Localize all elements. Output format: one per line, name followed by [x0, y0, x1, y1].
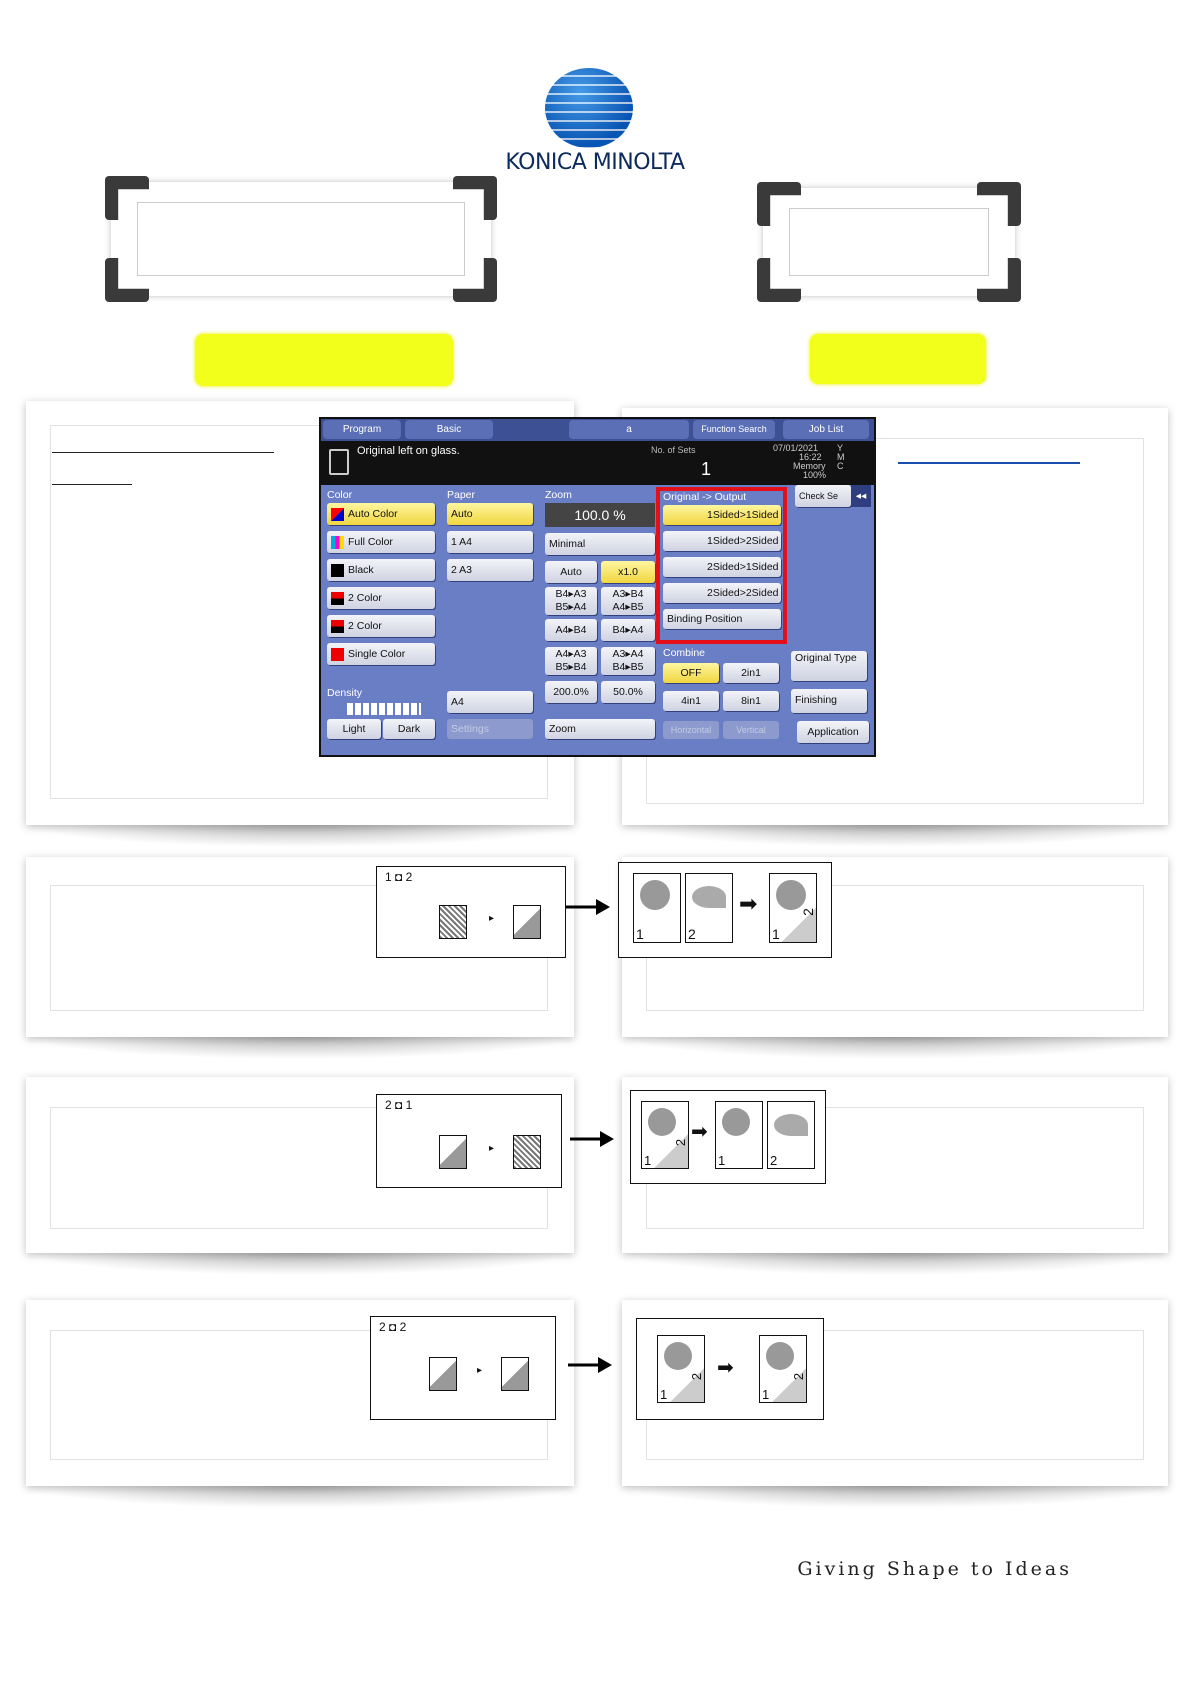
tab-function-search[interactable]: Function Search [693, 420, 775, 439]
color-2color-button-2[interactable]: 2 Color [327, 615, 435, 637]
duplex-setting-diagram-1: 1 ◘ 2 ▸ [376, 866, 566, 958]
paper-settings-button[interactable]: Settings [447, 719, 533, 739]
color-single-button[interactable]: Single Color [327, 643, 435, 665]
finishing-button[interactable]: Finishing [791, 689, 867, 713]
tab-job-list[interactable]: Job List [783, 420, 869, 439]
tab-basic[interactable]: Basic [405, 420, 493, 439]
zoom-title: Zoom [545, 489, 572, 501]
binding-position-button[interactable]: Binding Position [663, 609, 781, 629]
sets-label: No. of Sets [651, 445, 696, 455]
original-output-title: Original -> Output [663, 491, 747, 503]
check-settings-button[interactable]: Check Se [795, 485, 851, 507]
duplex-setting-diagram-3: 2 ◘ 2 ▸ [370, 1316, 556, 1420]
zoom-value-display: 100.0 % [545, 503, 655, 527]
original-type-button[interactable]: Original Type [791, 651, 867, 681]
datetime-date: 07/01/2021 [773, 443, 819, 453]
paper-auto-button[interactable]: Auto [447, 503, 533, 525]
toner-m: M [837, 452, 845, 462]
brand-name: KONICA MINOLTA [505, 150, 685, 175]
tab-user[interactable]: a [569, 420, 689, 439]
duplex-2to1-button[interactable]: 2Sided>1Sided [663, 557, 781, 577]
highlight-bar-left [195, 334, 453, 386]
zoom-preset-a3a4[interactable]: A3▸A4 B4▸B5 [601, 647, 655, 675]
panel-tab-bar: Program Basic a Function Search Job List [321, 419, 874, 441]
combine-2in1-button[interactable]: 2in1 [723, 663, 779, 683]
zoom-auto-button[interactable]: Auto [545, 561, 597, 583]
combine-8in1-button[interactable]: 8in1 [723, 691, 779, 711]
message-area: Original left on glass. No. of Sets 1 07… [321, 441, 874, 485]
density-light-button[interactable]: Light [327, 719, 381, 739]
application-button[interactable]: Application [797, 721, 869, 743]
toner-c: C [837, 461, 844, 471]
color-black-button[interactable]: Black [327, 559, 435, 581]
zoom-preset-b4a4[interactable]: B4▸A4 [601, 619, 655, 641]
density-scale [347, 703, 421, 715]
paper-bypass-button[interactable]: A4 [447, 691, 533, 713]
datetime-time: 16:22 [799, 452, 822, 462]
combine-horizontal-button[interactable]: Horizontal [663, 721, 719, 739]
color-title: Color [327, 489, 353, 501]
paper-title: Paper [447, 489, 476, 501]
highlight-bar-right [810, 334, 986, 384]
zoom-preset-b4a3[interactable]: B4▸A3 B5▸A4 [545, 587, 597, 615]
duplex-setting-diagram-2: 2 ◘ 1 ▸ [376, 1094, 562, 1188]
combine-title: Combine [663, 647, 706, 659]
zoom-preset-a4b4[interactable]: A4▸B4 [545, 619, 597, 641]
combine-4in1-button[interactable]: 4in1 [663, 691, 719, 711]
duplex-1to2-button[interactable]: 1Sided>2Sided [663, 531, 781, 551]
density-dark-button[interactable]: Dark [383, 719, 435, 739]
arrow-right-icon [566, 899, 610, 915]
konica-minolta-globe-logo [545, 68, 633, 148]
footer-tagline: Giving Shape to Ideas [797, 1558, 1072, 1580]
paper-tray2-button[interactable]: 2 A3 [447, 559, 533, 581]
combine-vertical-button[interactable]: Vertical [723, 721, 779, 739]
memory-value: 100% [803, 470, 827, 480]
underline-left-1 [52, 452, 274, 453]
color-full-button[interactable]: Full Color [327, 531, 435, 553]
zoom-minimal-button[interactable]: Minimal [545, 533, 655, 555]
color-auto-button[interactable]: Auto Color [327, 503, 435, 525]
memory-label: Memory [793, 461, 826, 471]
title-frame-left [105, 176, 497, 302]
status-message: Original left on glass. [357, 445, 460, 457]
toner-y: Y [837, 443, 844, 453]
zoom-preset-a3b4[interactable]: A3▸B4 A4▸B5 [601, 587, 655, 615]
color-2color-button-1[interactable]: 2 Color [327, 587, 435, 609]
arrow-right-icon-3 [568, 1357, 612, 1373]
arrow-right-icon-2 [570, 1131, 614, 1147]
zoom-x10-button[interactable]: x1.0 [601, 561, 655, 583]
paper-tray1-button[interactable]: 1 A4 [447, 531, 533, 553]
sets-value: 1 [701, 459, 712, 479]
underline-left-2 [52, 484, 132, 485]
zoom-preset-50[interactable]: 50.0% [601, 681, 655, 703]
density-title: Density [327, 687, 363, 699]
duplex-1to1-button[interactable]: 1Sided>1Sided [663, 505, 781, 525]
highlight-red-box [656, 487, 787, 644]
copier-control-panel: Program Basic a Function Search Job List… [319, 417, 876, 757]
zoom-preset-a4a3[interactable]: A4▸A3 B5▸B4 [545, 647, 597, 675]
underline-right [898, 462, 1080, 464]
combine-off-button[interactable]: OFF [663, 663, 719, 683]
zoom-button[interactable]: Zoom [545, 719, 655, 739]
copy-icon [329, 449, 349, 475]
duplex-2to2-button[interactable]: 2Sided>2Sided [663, 583, 781, 603]
tab-program[interactable]: Program [323, 420, 401, 439]
title-frame-right [757, 182, 1021, 302]
collapse-arrow-icon[interactable]: ◂◂ [851, 485, 871, 507]
zoom-preset-200[interactable]: 200.0% [545, 681, 597, 703]
